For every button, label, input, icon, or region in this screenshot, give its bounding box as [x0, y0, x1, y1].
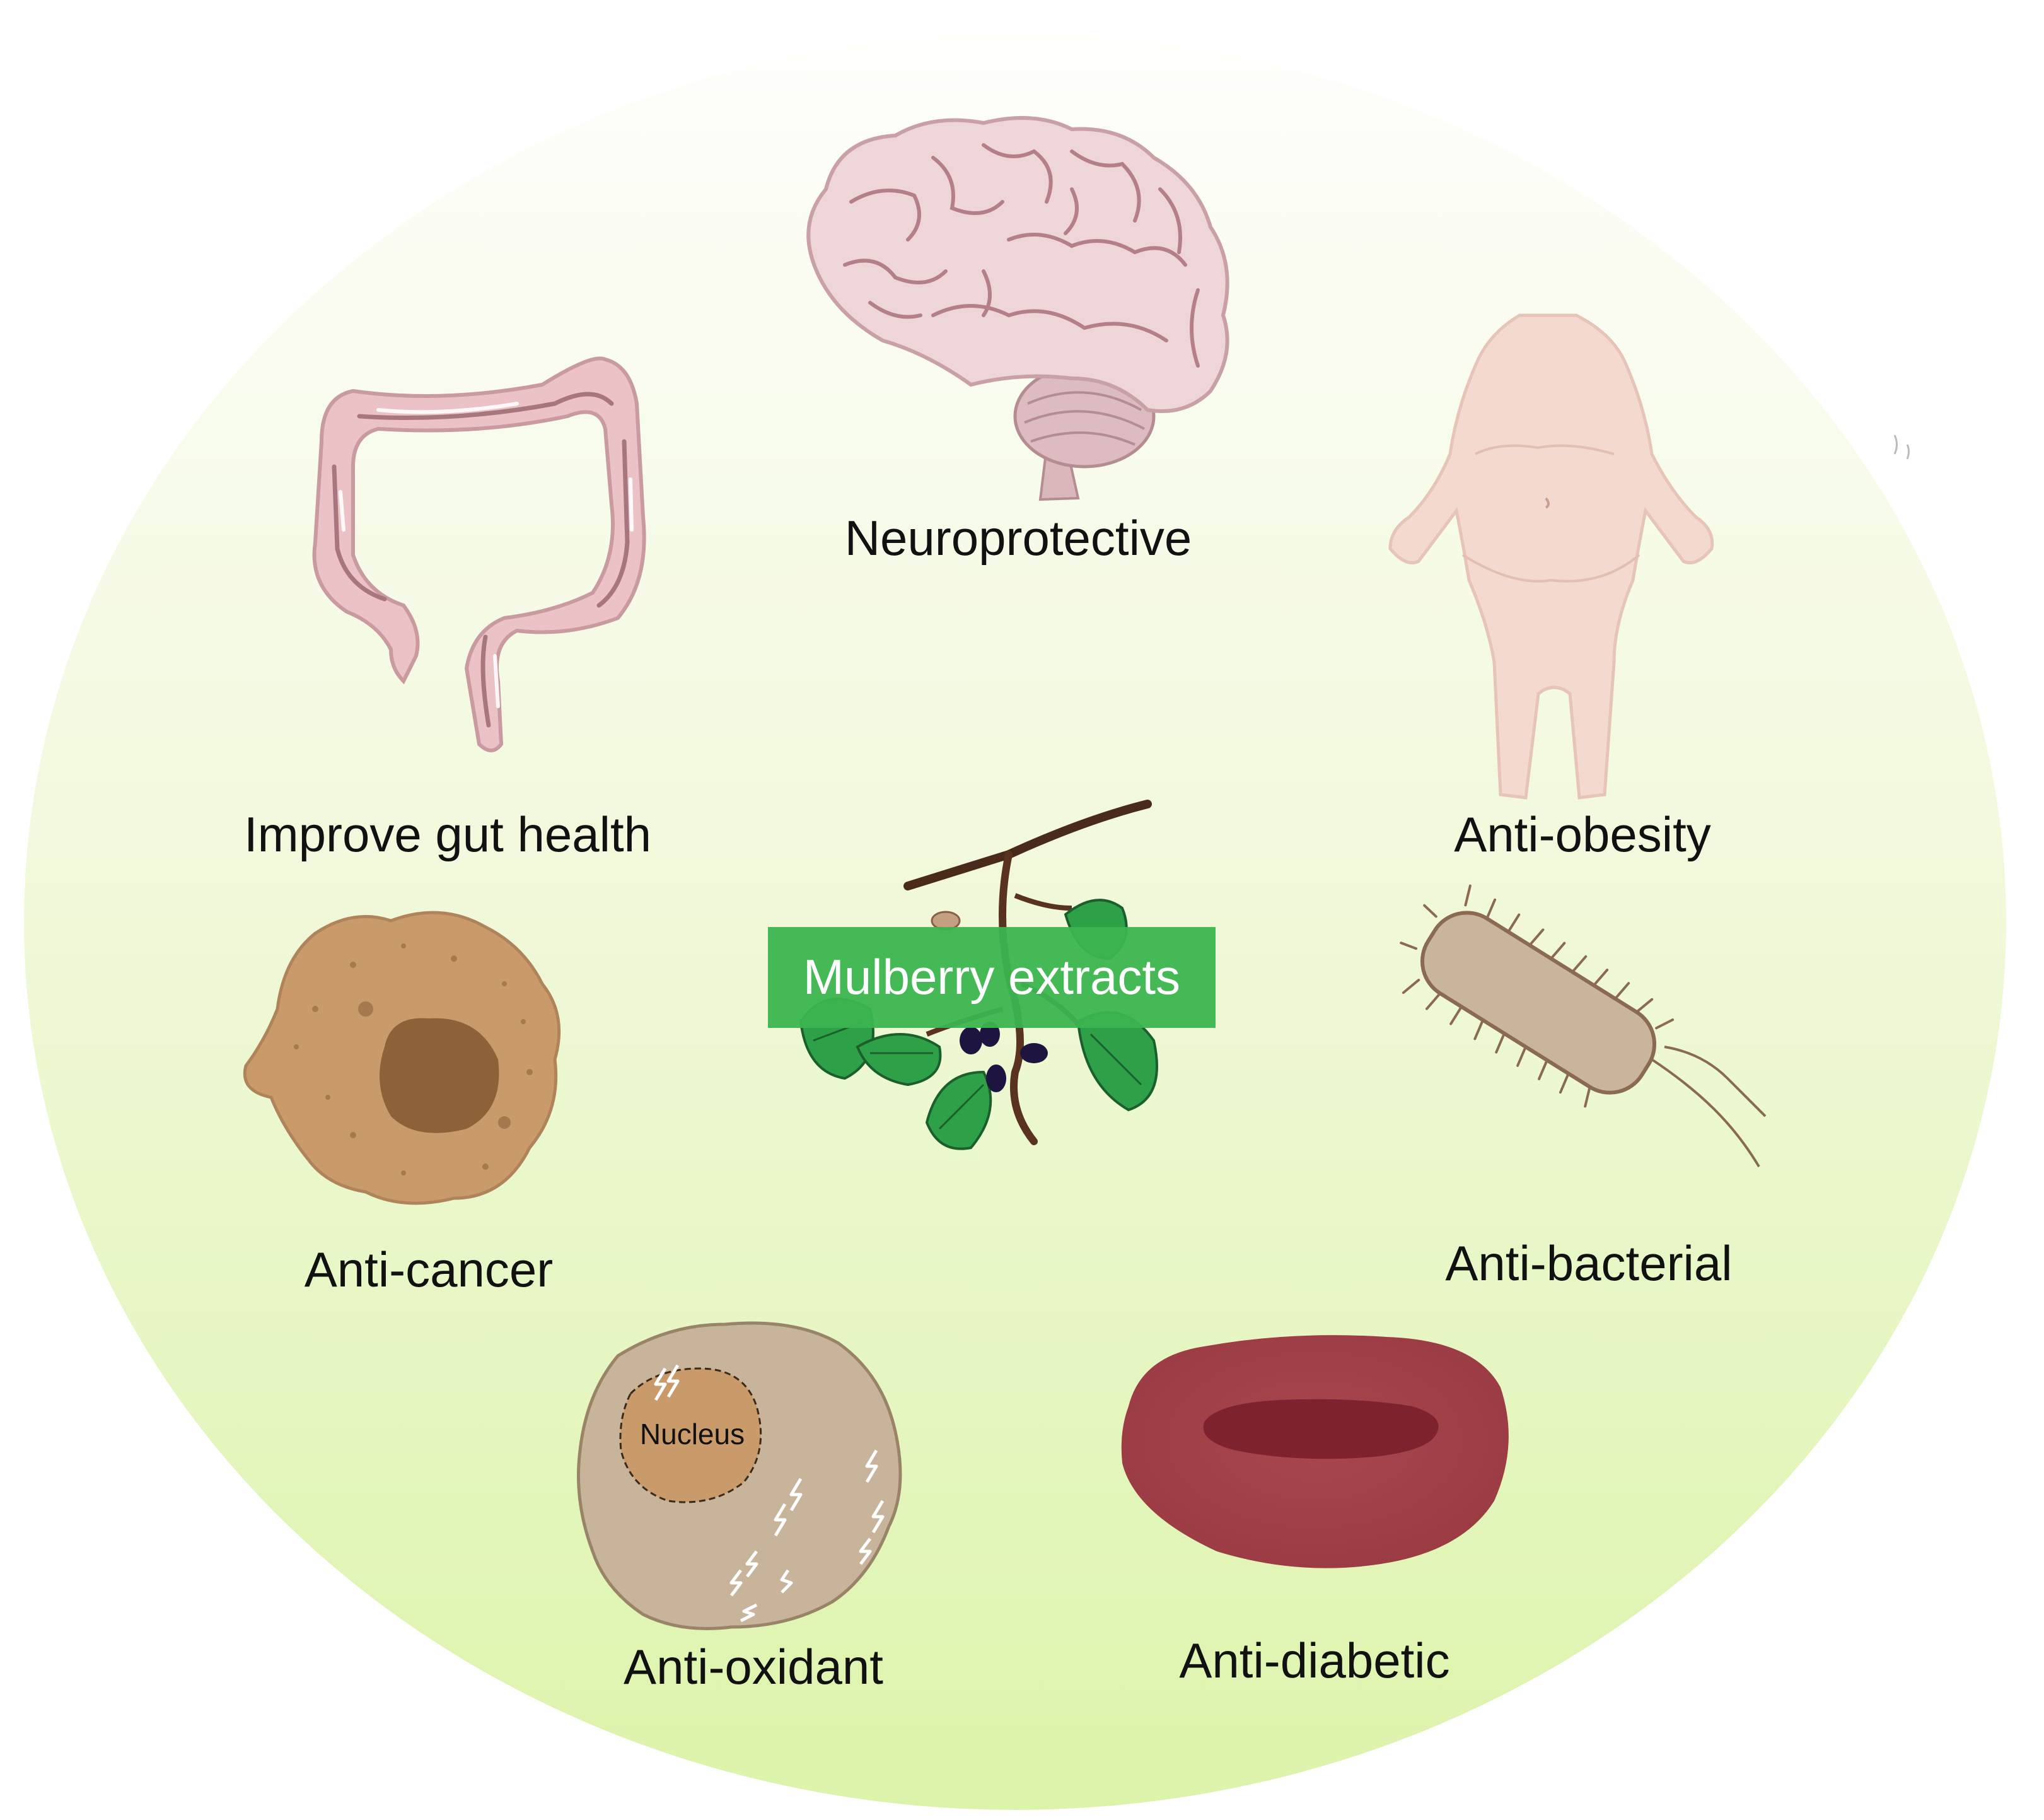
decorative-marks [1893, 435, 1910, 460]
label-nucleus: Nucleus [640, 1418, 745, 1450]
label-anti-obesity: Anti-obesity [1454, 807, 1711, 862]
label-anti-oxidant: Anti-oxidant [624, 1639, 883, 1695]
cancer-cell-icon [243, 911, 561, 1205]
label-mulberry-extracts: Mulberry extracts [803, 949, 1180, 1005]
brain-icon [806, 116, 1229, 501]
label-gut-health: Improve gut health [244, 807, 651, 862]
label-anti-cancer: Anti-cancer [305, 1242, 554, 1297]
center-label-box [768, 927, 1216, 1028]
colon-icon [312, 356, 646, 752]
label-neuroprotective: Neuroprotective [845, 510, 1192, 566]
mulberry-branch-icon [768, 800, 1216, 1150]
red-blood-cell-icon [1121, 1335, 1509, 1568]
oxidized-cell-icon [577, 1321, 902, 1630]
bacterium-icon [1400, 884, 1767, 1168]
human-body-icon [1388, 313, 1714, 800]
label-anti-bacterial: Anti-bacterial [1445, 1235, 1732, 1291]
label-anti-diabetic: Anti-diabetic [1179, 1633, 1449, 1688]
